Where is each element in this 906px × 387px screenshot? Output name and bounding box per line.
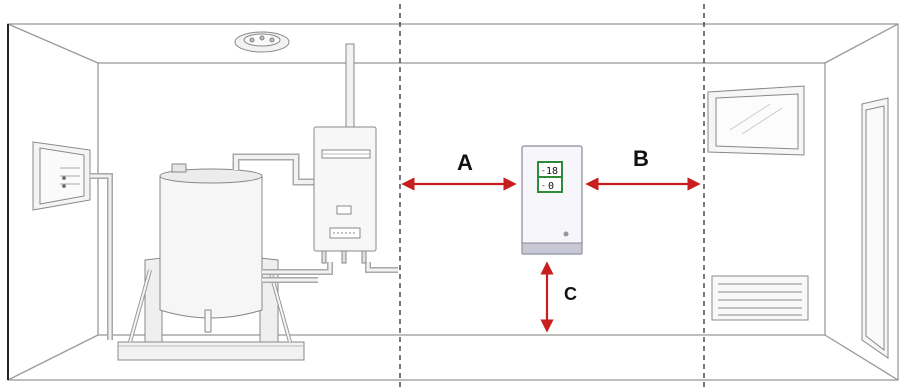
storage-tank-icon [159,163,263,333]
detector-reading-2: 0 [548,181,554,192]
panel-cable [90,173,113,340]
gas-detector-icon [521,145,583,255]
flue-pipe [345,43,355,129]
room-outline [7,23,899,381]
svg-text:-: - [541,166,546,175]
detector-reading-1: 18 [546,166,558,177]
floor-platform [117,341,305,361]
wall-control-panel-icon [32,141,91,211]
water-heater-icon [313,126,377,264]
window-icon [707,85,805,156]
vent-grille-icon [711,275,809,321]
door-icon [861,97,889,359]
label-b: B [633,146,649,171]
svg-text:-: - [541,181,546,190]
label-c: C [564,284,577,304]
ceiling-smoke-detector-icon [234,31,290,53]
label-a: A [457,150,473,175]
pipe-network [232,153,398,283]
